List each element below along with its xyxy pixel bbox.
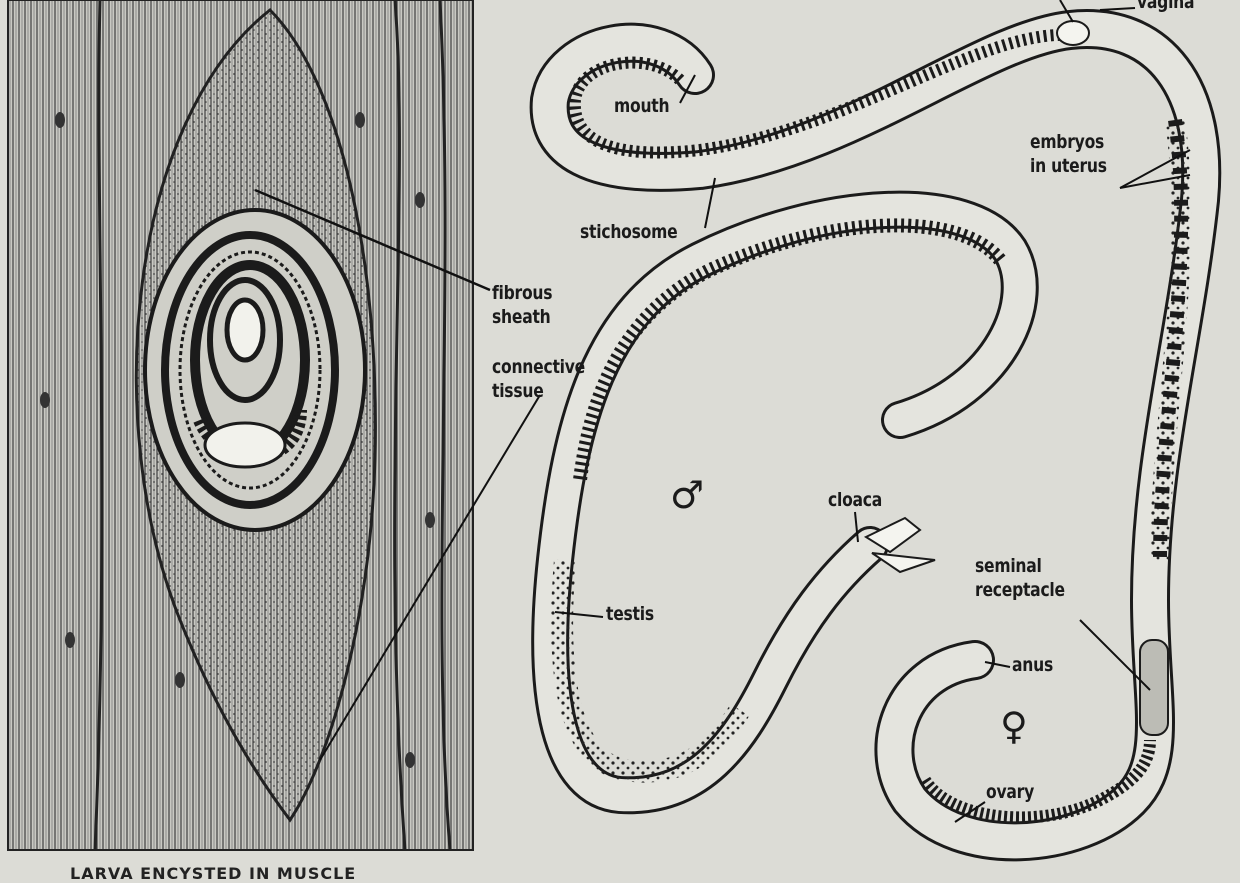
- label-receptacle: receptacle: [975, 580, 1065, 601]
- label-mouth: mouth: [614, 96, 669, 117]
- female-symbol: ♀: [1000, 706, 1028, 746]
- label-seminal: seminal: [975, 556, 1042, 577]
- label-anus: anus: [1012, 655, 1053, 676]
- label-in-uterus: in uterus: [1030, 156, 1107, 177]
- label-testis: testis: [606, 604, 654, 625]
- label-cloaca: cloaca: [828, 490, 882, 511]
- label-stichosome: stichosome: [580, 222, 677, 243]
- label-ovary: ovary: [986, 782, 1034, 803]
- male-worm: [550, 210, 1020, 796]
- caption: LARVA ENCYSTED IN MUSCLE: [70, 864, 356, 883]
- label-sheath: sheath: [492, 307, 551, 328]
- male-symbol: ♂: [670, 475, 704, 515]
- label-tissue: tissue: [492, 381, 544, 402]
- vagina-leader-2: [1100, 8, 1135, 10]
- label-embryos: embryos: [1030, 132, 1104, 153]
- label-connective: connective: [492, 357, 585, 378]
- label-vagina: vagina: [1137, 0, 1194, 13]
- label-fibrous: fibrous: [492, 283, 552, 304]
- encysted-larva: [145, 210, 365, 530]
